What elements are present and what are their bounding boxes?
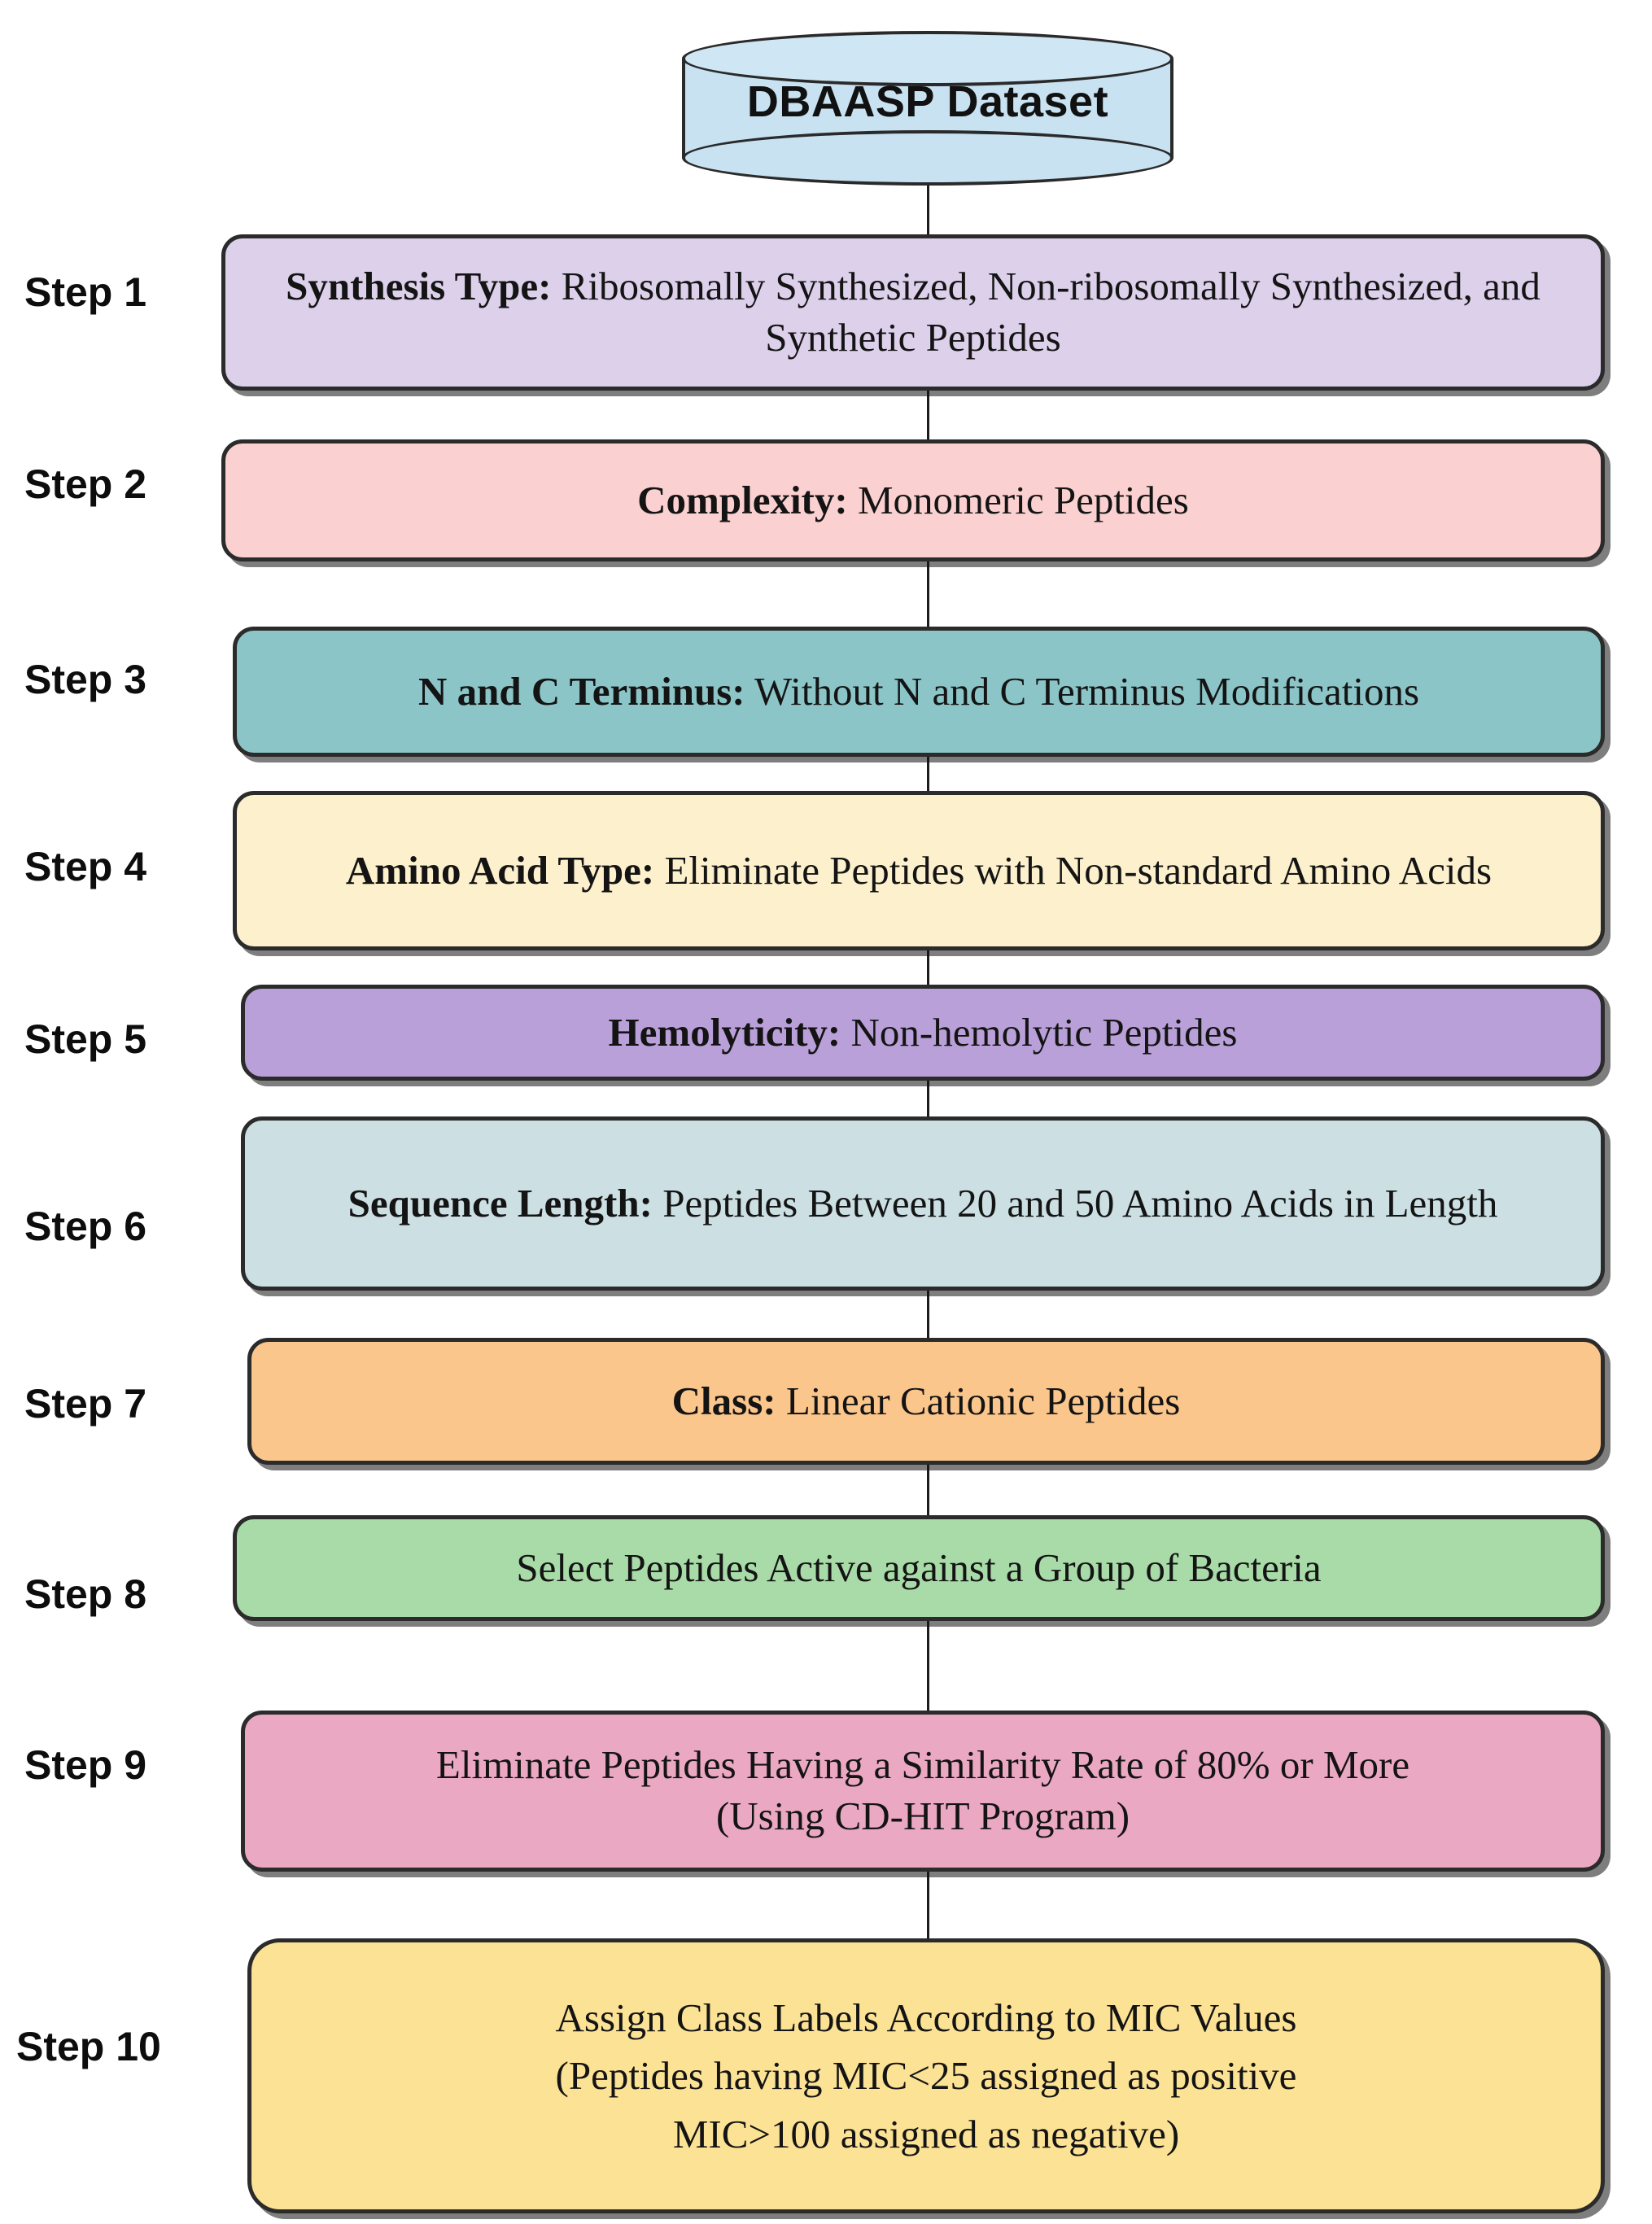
step-box-5: Hemolyticity: Non-hemolytic Peptides (241, 985, 1605, 1081)
step-label-8: Step 8 (24, 1571, 147, 1617)
step-line-10-2: (Peptides having MIC<25 assigned as posi… (555, 2053, 1297, 2099)
step-label-9: Step 9 (24, 1742, 147, 1788)
step-label-1: Step 1 (24, 269, 147, 315)
connector-step5-to-step6 (927, 1081, 929, 1116)
step-body-7: Linear Cationic Peptides (776, 1378, 1181, 1423)
connector-step2-to-step3 (927, 561, 929, 627)
step-box-4: Amino Acid Type: Eliminate Peptides with… (233, 791, 1605, 950)
step-box-6: Sequence Length: Peptides Between 20 and… (241, 1116, 1605, 1291)
step-label-6: Step 6 (24, 1204, 147, 1249)
step-prefix-2: Complexity: (637, 477, 848, 522)
step-body-6: Peptides Between 20 and 50 Amino Acids i… (652, 1180, 1498, 1226)
connector-step3-to-step4 (927, 757, 929, 791)
step-prefix-4: Amino Acid Type: (345, 847, 655, 893)
connector-step4-to-step5 (927, 950, 929, 985)
dbaasp-dataset-node: DBAASP Dataset (682, 31, 1177, 186)
step-text-8: Select Peptides Active against a Group o… (516, 1543, 1321, 1594)
step-line-10-3: MIC>100 assigned as negative) (672, 2111, 1180, 2156)
step-box-3: N and C Terminus: Without N and C Termin… (233, 627, 1605, 757)
step-prefix-5: Hemolyticity: (608, 1009, 841, 1055)
step-line-9-2: (Using CD-HIT Program) (715, 1794, 1130, 1838)
cylinder-bottom-ellipse (682, 130, 1173, 186)
step-label-4: Step 4 (24, 844, 147, 889)
step-text-2: Complexity: Monomeric Peptides (637, 475, 1189, 527)
step-label-7: Step 7 (24, 1381, 147, 1427)
step-label-5: Step 5 (24, 1016, 147, 1062)
step-prefix-7: Class: (671, 1378, 776, 1423)
step-box-7: Class: Linear Cationic Peptides (247, 1338, 1605, 1465)
step-box-10: Assign Class Labels According to MIC Val… (247, 1938, 1605, 2213)
step-label-3: Step 3 (24, 657, 147, 702)
connector-step7-to-step8 (927, 1465, 929, 1515)
step-box-9: Eliminate Peptides Having a Similarity R… (241, 1711, 1605, 1872)
connector-step9-to-step10 (927, 1872, 929, 1938)
connector-db-to-step1 (927, 169, 929, 242)
step-box-2: Complexity: Monomeric Peptides (221, 439, 1605, 561)
step-body-5: Non-hemolytic Peptides (841, 1009, 1238, 1055)
step-text-5: Hemolyticity: Non-hemolytic Peptides (609, 1007, 1238, 1059)
step-body-2: Monomeric Peptides (847, 477, 1189, 522)
step-label-2: Step 2 (24, 461, 147, 507)
step-body-3: Without N and C Terminus Modifications (745, 668, 1420, 714)
step-box-1: Synthesis Type: Ribosomally Synthesized,… (221, 234, 1605, 391)
connector-step8-to-step9 (927, 1621, 929, 1711)
step-text-1: Synthesis Type: Ribosomally Synthesized,… (247, 261, 1580, 363)
connector-step6-to-step7 (927, 1291, 929, 1338)
step-body-4: Eliminate Peptides with Non-standard Ami… (654, 847, 1492, 893)
step-line-10-1: Assign Class Labels According to MIC Val… (555, 1995, 1297, 2041)
step-prefix-1: Synthesis Type: (286, 264, 552, 309)
step-text-10: Assign Class Labels According to MIC Val… (556, 1989, 1297, 2162)
step-text-7: Class: Linear Cationic Peptides (672, 1376, 1181, 1427)
cylinder-top-ellipse (682, 31, 1173, 86)
step-line-9-1: Eliminate Peptides Having a Similarity R… (435, 1742, 1410, 1788)
step-box-8: Select Peptides Active against a Group o… (233, 1515, 1605, 1621)
step-text-3: N and C Terminus: Without N and C Termin… (418, 666, 1419, 718)
step-text-6: Sequence Length: Peptides Between 20 and… (348, 1178, 1498, 1230)
step-label-10: Step 10 (16, 2024, 161, 2069)
step-text-4: Amino Acid Type: Eliminate Peptides with… (346, 845, 1492, 897)
step-prefix-3: N and C Terminus: (417, 668, 745, 714)
step-text-9: Eliminate Peptides Having a Similarity R… (436, 1740, 1409, 1842)
connector-step1-to-step2 (927, 389, 929, 439)
step-body-8: Select Peptides Active against a Group o… (516, 1545, 1322, 1590)
step-body-1: Ribosomally Synthesized, Non-ribosomally… (551, 264, 1541, 360)
dbaasp-dataset-label: DBAASP Dataset (746, 77, 1109, 126)
step-prefix-6: Sequence Length: (347, 1180, 653, 1226)
